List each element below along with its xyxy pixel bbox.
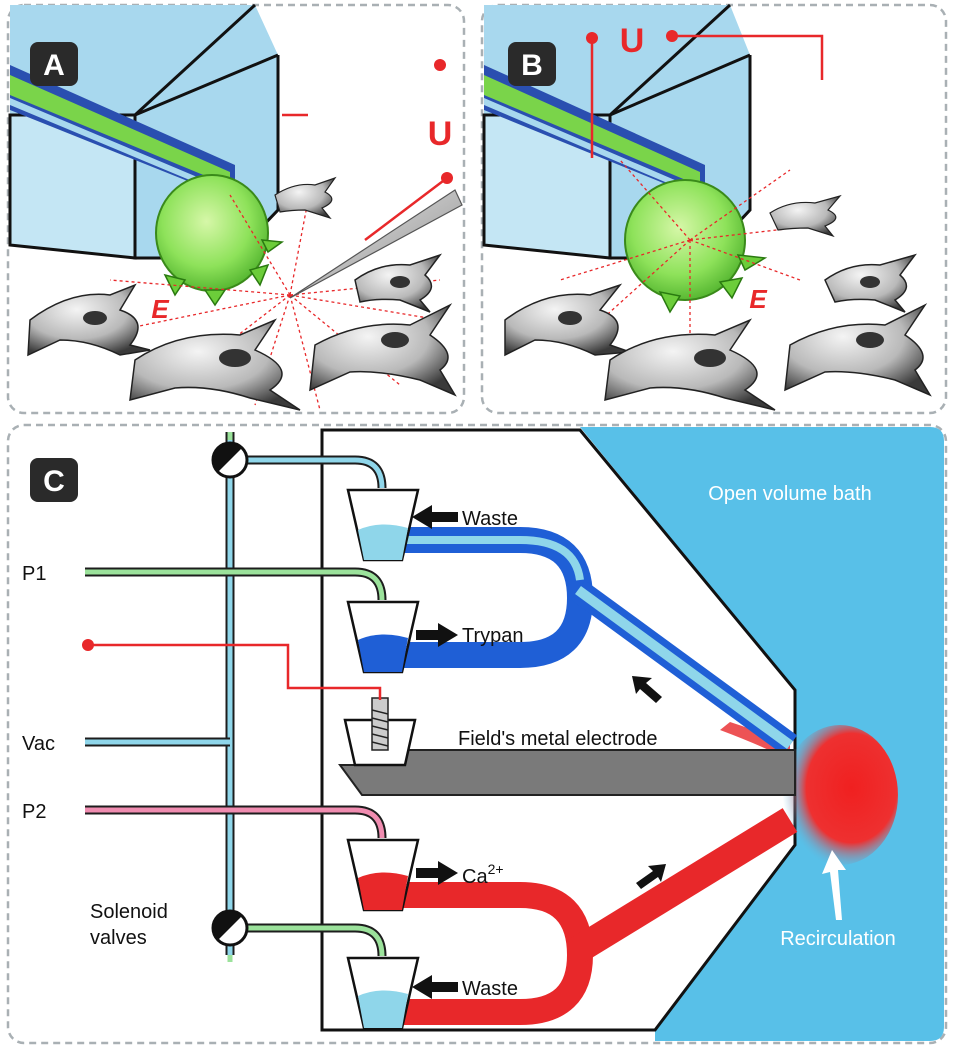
voltage-label-a: U (428, 115, 453, 153)
neuron-cell (309, 303, 457, 397)
p2-line (85, 807, 385, 839)
green-cell (624, 179, 746, 301)
panel-a-badge (30, 42, 78, 86)
calcium-label: Ca2+ (462, 861, 504, 888)
panel-c-badge (30, 458, 78, 502)
p1-label: P1 (22, 563, 46, 585)
recirculation-label: Recirculation (780, 928, 896, 950)
reservoir-trypan (346, 600, 420, 674)
calcium-channel (400, 882, 594, 1025)
panel-c: C Open volume bath Waste Trypan Field's … (6, 423, 948, 1045)
reservoir-calcium (346, 838, 420, 912)
panel-b-badge (508, 42, 556, 86)
vac-label: Vac (22, 733, 55, 755)
neuron-cell (129, 318, 301, 411)
solenoid-valve-top (211, 441, 249, 479)
voltage-label-b: U (620, 22, 645, 60)
solenoid-valve-bottom (211, 909, 249, 947)
reservoir-waste-top (346, 488, 420, 562)
neuron-cell (274, 176, 337, 220)
panel-c-letter: C (43, 465, 65, 498)
field-label-b: E (749, 284, 767, 314)
panel-a-letter: A (43, 49, 65, 82)
electrode-label: Field's metal electrode (458, 728, 657, 750)
micro-electrode (289, 189, 463, 299)
open-volume-bath (580, 427, 944, 1041)
green-cell (155, 174, 269, 292)
p2-label: P2 (22, 801, 46, 823)
field-label-a: E (151, 294, 169, 324)
valves-label-line2: valves (90, 927, 147, 949)
recirculation-zone (782, 725, 898, 865)
neuron-cell (784, 303, 932, 397)
panel-a: A U E (6, 3, 466, 415)
electrode (338, 749, 796, 796)
panel-b-letter: B (521, 49, 543, 82)
waste-bottom-label: Waste (462, 978, 518, 1000)
bath-label: Open volume bath (708, 483, 871, 505)
trypan-label: Trypan (462, 625, 524, 647)
electrode-wire (88, 643, 382, 700)
p1-line (85, 569, 385, 601)
recirculation-arrow (822, 850, 846, 920)
neuron-cell (604, 318, 776, 411)
panel-b: B U E (480, 3, 948, 415)
neuron-cell (769, 194, 842, 238)
reservoir-waste-bottom (346, 956, 420, 1030)
valves-label-line1: Solenoid (90, 901, 168, 923)
flow-arrows (412, 505, 666, 999)
waste-top-label: Waste (462, 508, 518, 530)
